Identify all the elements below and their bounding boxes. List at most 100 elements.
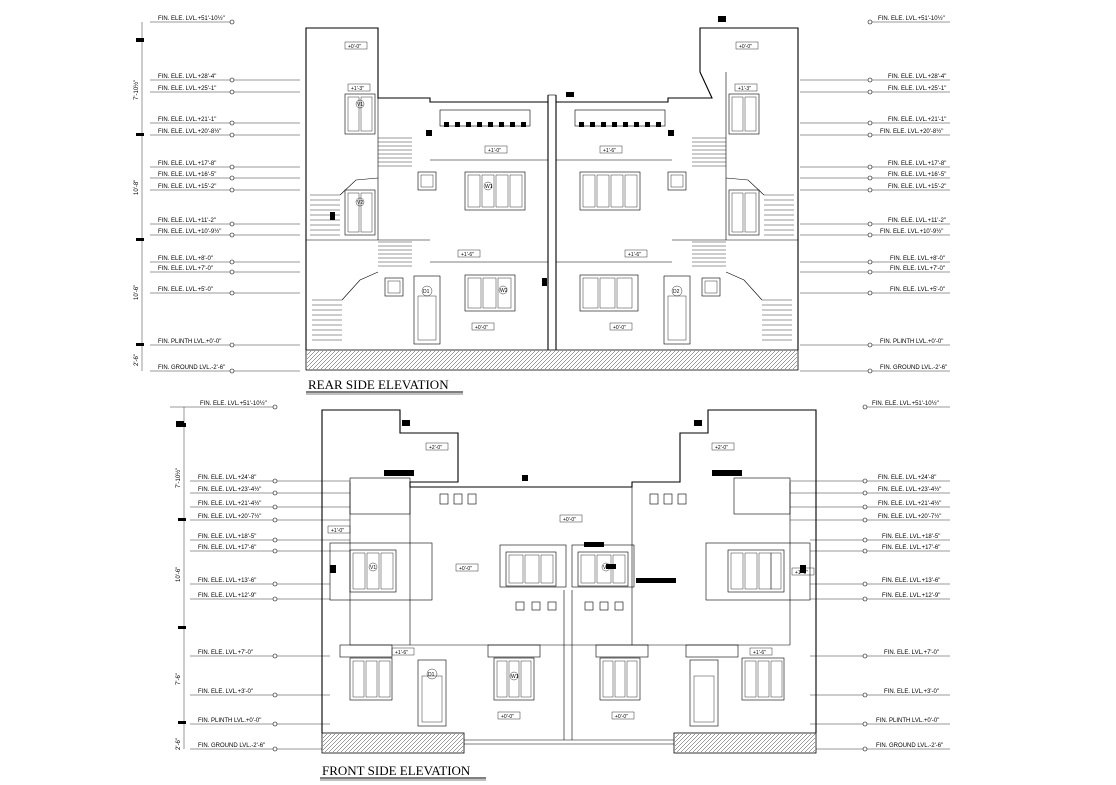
front-elevation: FIN. ELE. LVL.+51'-10½" FIN. ELE. LVL.+2…	[170, 400, 950, 781]
front-level-label: FIN. ELE. LVL.+18'-5"	[882, 534, 940, 540]
rear-level-label: FIN. ELE. LVL.+17'-8"	[158, 161, 216, 167]
rear-tag: +0'-0"	[475, 325, 488, 331]
window-v1	[344, 93, 376, 135]
rear-dimension-text: 10'-6"	[134, 285, 140, 300]
window-v2	[667, 171, 687, 191]
front-tag: +2'-0"	[715, 445, 728, 451]
rear-ground-hatch	[305, 349, 799, 371]
window-v2	[417, 171, 437, 191]
window-w2	[579, 274, 639, 312]
window-w1	[493, 657, 535, 701]
rear-level-label: FIN. ELE. LVL.+10'-9½"	[880, 228, 943, 235]
rear-level-label: FIN. ELE. LVL.+51'-10½"	[158, 15, 225, 22]
rear-level-label: FIN. ELE. LVL.+11'-2"	[888, 218, 946, 224]
rear-doors	[413, 275, 691, 345]
front-level-label: FIN. ELE. LVL.+51'-10½"	[200, 400, 267, 407]
rear-level-label: FIN. GROUND LVL.-2'-6"	[880, 365, 947, 371]
front-doors	[417, 659, 719, 727]
window-v2	[384, 277, 404, 297]
front-level-label: FIN. ELE. LVL.+17'-6"	[882, 545, 940, 551]
front-dimension-text: 7'-10½"	[175, 468, 182, 488]
rear-tag: D1	[423, 289, 430, 295]
front-dimension-text: 2'-6"	[176, 738, 182, 750]
front-level-label: FIN. ELE. LVL.+24'-8"	[878, 475, 936, 481]
rear-tags: +0'-0" +1'-3" +1'-6" +0'-0" +1'-0" +1'-6…	[344, 41, 759, 331]
front-tag: +0'-0"	[615, 714, 628, 720]
front-tag: +1'-6"	[395, 650, 408, 656]
rear-tag: +0'-0"	[739, 44, 752, 50]
rear-level-lines-right: FIN. ELE. LVL.+51'-10½" FIN. ELE. LVL.+2…	[800, 15, 950, 372]
rear-level-label: FIN. ELE. LVL.+21'-1"	[888, 117, 946, 123]
window-v1	[344, 189, 376, 236]
front-building-outline	[321, 409, 817, 745]
rear-tag: +0'-0"	[613, 325, 626, 331]
door-d1	[663, 275, 691, 345]
front-level-label: FIN. ELE. LVL.+7'-0"	[884, 650, 939, 656]
rear-level-label: FIN. ELE. LVL.+28'-4"	[888, 74, 946, 80]
door-d1	[689, 659, 719, 727]
rear-level-label: FIN. PLINTH LVL.+0'-0"	[880, 339, 943, 345]
front-level-lines-left: FIN. ELE. LVL.+51'-10½" FIN. ELE. LVL.+2…	[170, 400, 350, 750]
front-level-label: FIN. ELE. LVL.+12'-9"	[882, 593, 940, 599]
window-v1	[728, 93, 760, 135]
rear-elevation: FIN. ELE. LVL.+51'-10½" FIN. ELE. LVL.+2…	[133, 15, 950, 395]
front-level-label: FIN. GROUND LVL.-2'-6"	[876, 743, 943, 749]
rear-level-label: FIN. ELE. LVL.+8'-0"	[158, 256, 213, 262]
rear-ventilators	[330, 16, 726, 286]
door-d1	[413, 275, 441, 345]
rear-stairs	[310, 137, 794, 341]
window-v1	[349, 549, 397, 593]
front-tag: +1'-0"	[331, 528, 344, 534]
rear-tag: D2	[673, 289, 680, 295]
front-level-label: FIN. ELE. LVL.+17'-6"	[198, 545, 256, 551]
rear-level-label: FIN. ELE. LVL.+5'-0"	[158, 287, 213, 293]
front-level-label: FIN. GROUND LVL.-2'-6"	[198, 743, 265, 749]
front-tag: D1	[428, 672, 435, 678]
front-level-label: FIN. ELE. LVL.+12'-9"	[198, 593, 256, 599]
rear-level-label: FIN. ELE. LVL.+21'-1"	[158, 117, 216, 123]
rear-level-label: FIN. ELE. LVL.+10'-9½"	[158, 228, 221, 235]
rear-level-markers	[229, 19, 873, 374]
front-level-label: FIN. ELE. LVL.+23'-4½"	[198, 486, 261, 493]
front-tag: +0'-0"	[459, 566, 472, 572]
rear-level-label: FIN. ELE. LVL.+7'-0"	[158, 266, 213, 272]
window-v2	[505, 551, 557, 587]
window-v1	[728, 189, 760, 236]
front-accents	[176, 420, 806, 583]
front-level-label: FIN. ELE. LVL.+18'-5"	[198, 534, 256, 540]
rear-level-label: FIN. ELE. LVL.+28'-4"	[158, 74, 216, 80]
front-level-label: FIN. ELE. LVL.+51'-10½"	[872, 400, 939, 407]
front-dimension-chain: 7'-10½" 10'-6" 7'-6" 2'-6"	[175, 407, 186, 750]
front-tag: W1	[511, 674, 519, 680]
window-v2	[701, 277, 721, 297]
rear-level-label: FIN. ELE. LVL.+8'-0"	[890, 256, 945, 262]
rear-level-lines-left: FIN. ELE. LVL.+51'-10½" FIN. ELE. LVL.+2…	[150, 15, 300, 372]
front-tag: +1'-0"	[795, 570, 808, 576]
rear-level-label: FIN. ELE. LVL.+51'-10½"	[878, 15, 945, 22]
front-level-label: FIN. ELE. LVL.+13'-6"	[882, 578, 940, 584]
front-tag: +0'-0"	[501, 714, 514, 720]
front-dimension-text: 10'-6"	[176, 567, 182, 582]
rear-tag: +1'-6"	[628, 252, 641, 258]
rear-tag: +1'-3"	[738, 86, 751, 92]
rear-tag: +1'-6"	[603, 148, 616, 154]
front-windows	[349, 493, 785, 701]
rear-tag: +1'-0"	[488, 148, 501, 154]
rear-level-label: FIN. GROUND LVL.-2'-6"	[158, 365, 225, 371]
front-level-label: FIN. ELE. LVL.+21'-4½"	[878, 500, 941, 507]
window-w1	[599, 657, 641, 701]
rear-windows	[344, 93, 760, 312]
rear-dimension-text: 2'-6"	[134, 354, 140, 366]
rear-dimension-text: 10'-8"	[134, 180, 140, 195]
rear-level-label: FIN. ELE. LVL.+20'-8½"	[158, 128, 221, 135]
front-level-label: FIN. ELE. LVL.+13'-6"	[198, 578, 256, 584]
front-level-label: FIN. ELE. LVL.+20'-7½"	[878, 513, 941, 520]
window-v1	[727, 549, 785, 593]
rear-level-label: FIN. ELE. LVL.+25'-1"	[158, 86, 216, 92]
rear-level-label: FIN. ELE. LVL.+16'-5"	[888, 172, 946, 178]
rear-level-label: FIN. PLINTH LVL.+0'-0"	[158, 339, 221, 345]
front-level-label: FIN. ELE. LVL.+3'-0"	[198, 689, 253, 695]
front-level-label: FIN. ELE. LVL.+21'-4½"	[198, 500, 261, 507]
front-level-label: FIN. ELE. LVL.+20'-7½"	[198, 513, 261, 520]
